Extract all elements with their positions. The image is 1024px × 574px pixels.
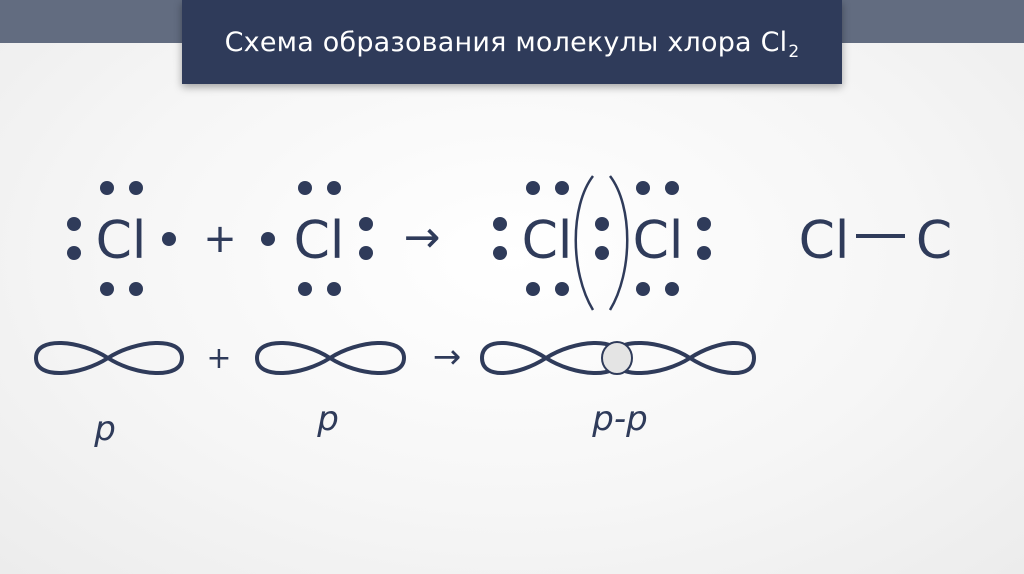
electron-dot bbox=[327, 282, 341, 296]
chlorine-atom-2: Cl bbox=[261, 181, 373, 296]
shared-pair-arc-left bbox=[574, 175, 595, 311]
electron-dot bbox=[636, 282, 650, 296]
unpaired-electron-dot bbox=[162, 232, 176, 246]
shared-electron-dot bbox=[595, 246, 609, 260]
atom-symbol: Cl bbox=[633, 211, 684, 271]
electron-dot bbox=[67, 246, 81, 260]
electron-dot bbox=[665, 181, 679, 195]
electron-dot bbox=[129, 282, 143, 296]
atom-symbol: Cl bbox=[522, 211, 573, 271]
electron-dot bbox=[100, 181, 114, 195]
electron-dot bbox=[665, 282, 679, 296]
electron-dot bbox=[100, 282, 114, 296]
p-orbital-1 bbox=[34, 340, 184, 376]
electron-dot bbox=[526, 181, 540, 195]
reaction-arrow: → bbox=[433, 337, 462, 377]
overlap-region bbox=[601, 341, 633, 375]
slide-title: Схема образования молекулы хлора Cl2 bbox=[224, 26, 800, 62]
orbital-label-p-2: p bbox=[316, 399, 339, 439]
electron-dot bbox=[298, 181, 312, 195]
plus-sign: + bbox=[203, 216, 237, 262]
electron-dot bbox=[636, 181, 650, 195]
plus-sign: + bbox=[206, 341, 231, 376]
title-bar: Схема образования молекулы хлора Cl2 bbox=[182, 0, 842, 84]
chlorine-molecule: Cl Cl bbox=[493, 175, 711, 311]
p-orbital-2 bbox=[255, 340, 406, 376]
orbital-label-p-1: p bbox=[93, 409, 116, 449]
shared-electron-dot bbox=[595, 217, 609, 231]
electron-dot bbox=[129, 181, 143, 195]
electron-dot bbox=[359, 246, 373, 260]
slide-title-main: Схема образования молекулы хлора Cl bbox=[224, 26, 788, 58]
p-orbital-overlap-right bbox=[612, 340, 756, 376]
electron-dot bbox=[493, 246, 507, 260]
electron-dot bbox=[359, 217, 373, 231]
electron-dot bbox=[555, 181, 569, 195]
structural-formula: Cl C bbox=[799, 211, 953, 271]
electron-dot bbox=[67, 217, 81, 231]
unpaired-electron-dot bbox=[261, 232, 275, 246]
reaction-arrow: → bbox=[404, 212, 441, 263]
electron-dot bbox=[493, 217, 507, 231]
shared-pair-arc-right bbox=[608, 175, 629, 311]
atom-symbol: Cl bbox=[294, 211, 345, 271]
electron-dot bbox=[697, 217, 711, 231]
chlorine-atom-1: Cl bbox=[67, 181, 176, 296]
bond-atom-right: C bbox=[916, 211, 952, 271]
electron-dot bbox=[526, 282, 540, 296]
bond-atom-left: Cl bbox=[799, 211, 850, 271]
slide-title-subscript: 2 bbox=[788, 41, 800, 62]
p-orbital-overlap-left bbox=[480, 340, 622, 376]
atom-symbol: Cl bbox=[96, 211, 147, 271]
electron-dot bbox=[298, 282, 312, 296]
orbital-label-p-p: p-p bbox=[591, 399, 647, 439]
electron-dot bbox=[327, 181, 341, 195]
electron-dot bbox=[697, 246, 711, 260]
electron-dot bbox=[555, 282, 569, 296]
